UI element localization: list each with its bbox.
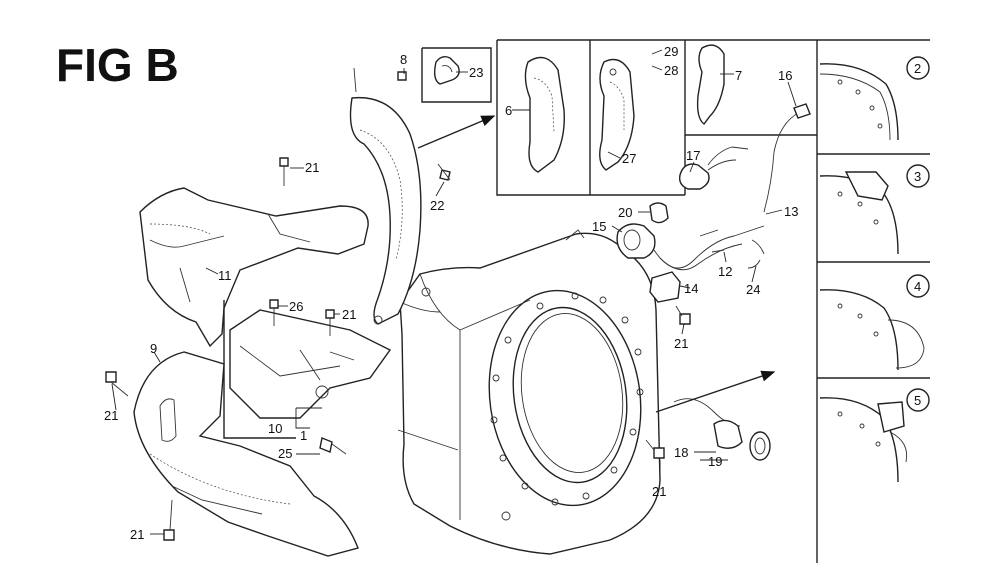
callout-1: 1 [300, 428, 307, 443]
callout-12: 12 [718, 264, 732, 279]
callout-26: 26 [289, 299, 303, 314]
callout-8: 8 [400, 52, 407, 67]
arrow-to-variants [655, 370, 776, 413]
electrical-parts [616, 103, 811, 461]
variant-2-number: 2 [914, 61, 921, 76]
upper-shroud-22 [349, 67, 422, 325]
variant-numbers: 2 3 4 5 [914, 61, 921, 408]
callout-20: 20 [618, 205, 632, 220]
variant-panels [816, 39, 930, 563]
callout-21-e: 21 [674, 336, 688, 351]
callout-11: 11 [218, 268, 232, 283]
callout-10: 10 [268, 421, 282, 436]
arrow-to-inset [417, 115, 496, 149]
bottom-shroud-9 [133, 351, 359, 557]
callout-19: 19 [708, 454, 722, 469]
callout-6: 6 [505, 103, 512, 118]
callout-17: 17 [686, 148, 700, 163]
fan-housing-shroud [397, 229, 661, 555]
callout-28: 28 [664, 63, 678, 78]
cover-part-7-shape [696, 44, 725, 125]
callout-14: 14 [684, 281, 698, 296]
cover-part-27-shape [599, 58, 635, 171]
cover-part-6-shape [524, 56, 565, 173]
bolts [105, 71, 691, 541]
variant-4-number: 4 [914, 279, 921, 294]
callout-27: 27 [622, 151, 636, 166]
figure-title: FIG B [56, 39, 179, 91]
callout-21-f: 21 [652, 484, 666, 499]
variant-3-number: 3 [914, 169, 921, 184]
callout-21-a: 21 [305, 160, 319, 175]
callout-23: 23 [469, 65, 483, 80]
inset-box-23 [421, 47, 492, 103]
inset-box-parts-6-27-7-17 [496, 39, 817, 196]
callout-labels: 21 22 8 23 11 26 21 9 21 10 1 25 21 21 2… [104, 44, 798, 542]
callout-15: 15 [592, 219, 606, 234]
callout-24: 24 [746, 282, 760, 297]
callout-7: 7 [735, 68, 742, 83]
callout-16: 16 [778, 68, 792, 83]
callout-9: 9 [150, 341, 157, 356]
callout-13: 13 [784, 204, 798, 219]
callout-18: 18 [674, 445, 688, 460]
callout-21-c: 21 [104, 408, 118, 423]
variant-5-number: 5 [914, 393, 921, 408]
middle-shroud [223, 300, 392, 439]
left-upper-shroud-11 [139, 187, 369, 348]
callout-21-d: 21 [130, 527, 144, 542]
callout-21-b: 21 [342, 307, 356, 322]
leader-lines [111, 49, 797, 535]
switch-part-17-shape [678, 163, 710, 190]
callout-29: 29 [664, 44, 678, 59]
callout-25: 25 [278, 446, 292, 461]
callout-22: 22 [430, 198, 444, 213]
